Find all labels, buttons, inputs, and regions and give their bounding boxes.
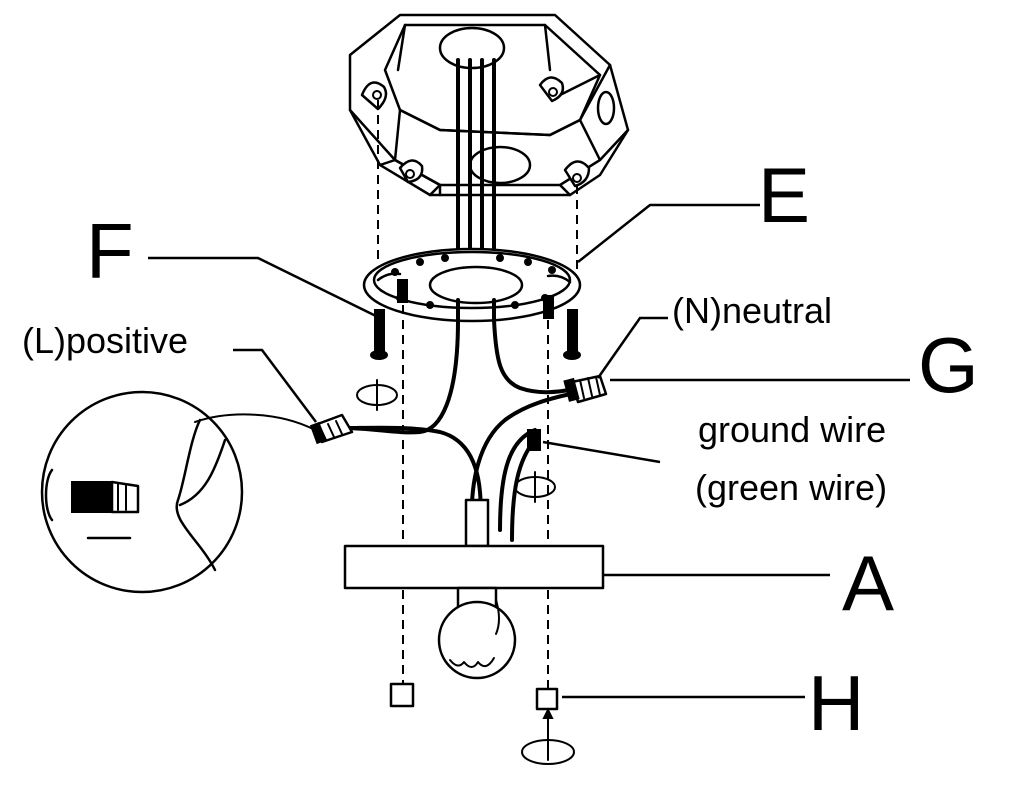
label-green-wire: (green wire) — [695, 467, 887, 508]
label-positive: (L)positive — [22, 320, 188, 361]
mounting-screws — [356, 309, 581, 503]
leader-lines — [148, 203, 910, 699]
ground-connector — [527, 429, 541, 451]
label-G: G — [918, 321, 979, 409]
label-H: H — [808, 659, 864, 747]
cap-nuts — [389, 682, 575, 765]
label-neutral: (N)neutral — [672, 290, 832, 331]
rotate-arrow-bottom-icon — [521, 707, 575, 765]
connector-magnified-inset — [40, 390, 316, 594]
label-ground-wire: ground wire — [698, 409, 886, 450]
screw-right — [563, 309, 581, 360]
wire-connector-left — [309, 413, 354, 445]
alignment-guides — [377, 100, 578, 690]
label-F: F — [86, 207, 134, 295]
light-bulb — [437, 586, 517, 680]
rotate-arrow-left-icon — [356, 379, 398, 411]
junction-box — [348, 13, 630, 197]
inset-connector — [44, 468, 140, 522]
mounting-plate — [362, 247, 582, 323]
label-A: A — [842, 539, 894, 627]
canopy — [343, 544, 605, 590]
wire-connector-right — [563, 374, 608, 404]
label-E: E — [758, 151, 810, 239]
